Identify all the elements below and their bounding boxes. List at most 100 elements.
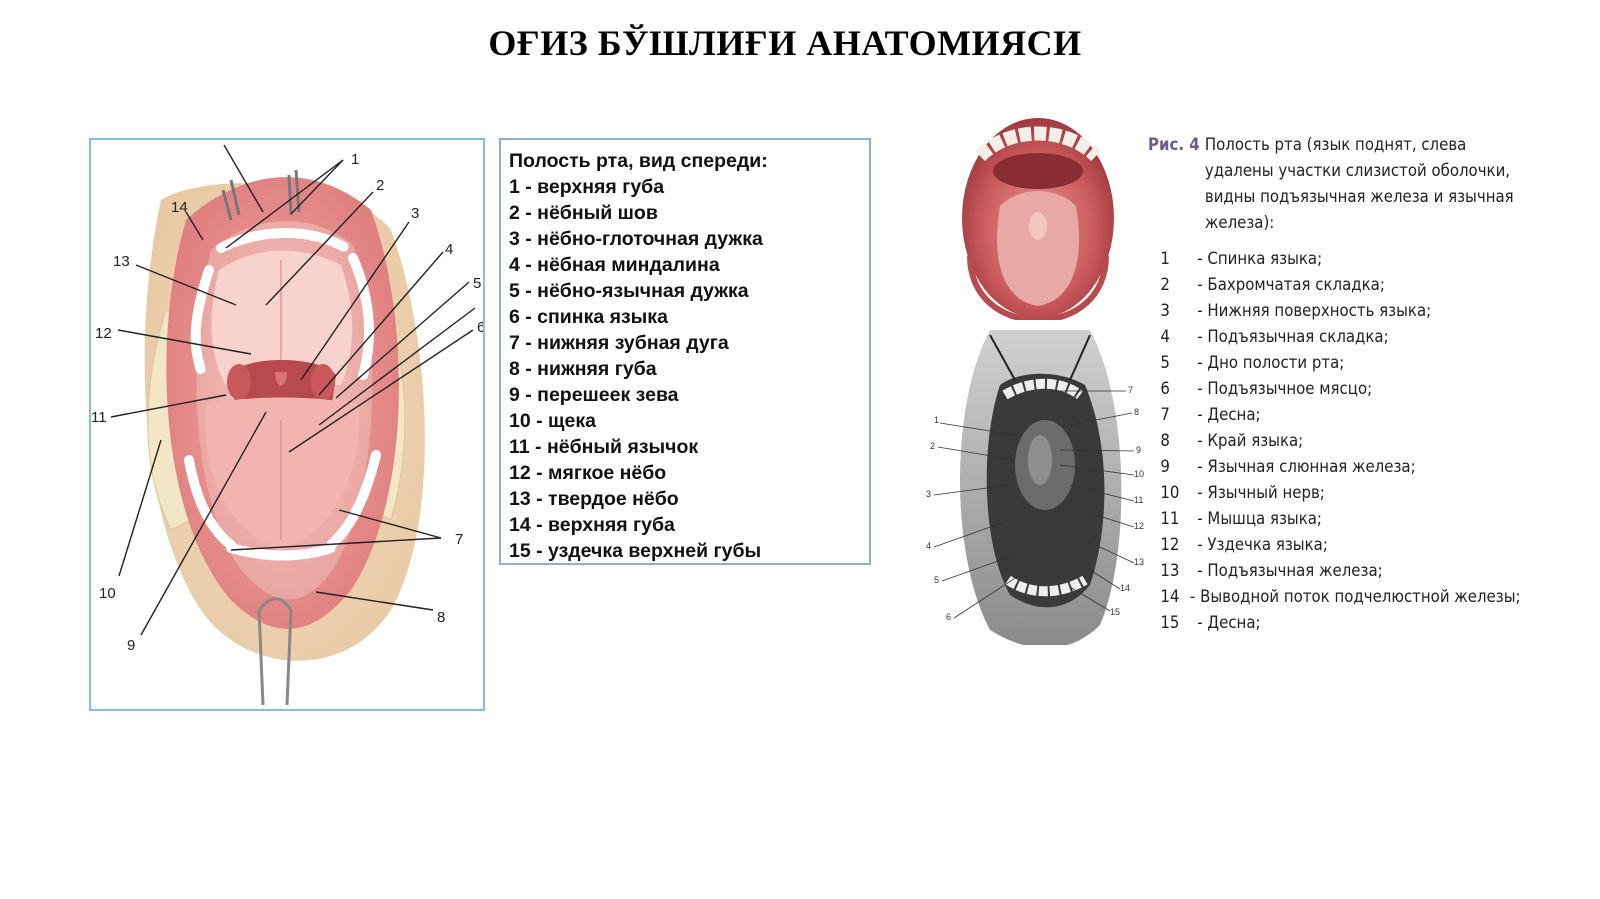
label-14: 14 bbox=[171, 199, 188, 216]
item-number: 14 bbox=[1160, 587, 1180, 607]
sketch-label-4: 4 bbox=[926, 541, 931, 551]
legend-item: 15 - уздечка верхней губы bbox=[509, 540, 762, 562]
list-item: 9 - Язычная слюнная железа; bbox=[1148, 454, 1518, 480]
item-text: - Подъязычное мясцо; bbox=[1197, 379, 1373, 399]
sketch-label-15: 15 bbox=[1110, 607, 1120, 617]
caption-list: 1 - Спинка языка; 2 - Бахромчатая складка;… bbox=[1148, 246, 1521, 636]
figure-caption: Рис. 4 Полость рта (язык поднят, слева у… bbox=[1148, 132, 1521, 636]
figure-description: Полость рта (язык поднят, слева удалены … bbox=[1204, 135, 1514, 233]
legend-heading: Полость рта, вид спереди: bbox=[509, 150, 768, 172]
legend-item: 13 - твердое нёбо bbox=[509, 488, 679, 510]
item-number: 12 bbox=[1160, 535, 1180, 555]
tongue bbox=[205, 397, 360, 550]
throat bbox=[231, 360, 336, 410]
sketch-label-7: 7 bbox=[1128, 385, 1133, 395]
item-text: - Десна; bbox=[1197, 405, 1261, 425]
item-text: - Подъязычная складка; bbox=[1197, 327, 1389, 347]
item-text: - Спинка языка; bbox=[1197, 249, 1323, 269]
item-number: 5 bbox=[1160, 353, 1170, 373]
leader-lines bbox=[110, 144, 476, 636]
legend-item: 4 - нёбная миндалина bbox=[509, 254, 720, 276]
item-number: 13 bbox=[1160, 561, 1180, 581]
label-2: 2 bbox=[376, 177, 384, 194]
sketch-labels: 1 2 3 4 5 6 7 8 9 10 11 12 13 14 15 bbox=[926, 385, 1144, 622]
item-number: 7 bbox=[1160, 405, 1170, 425]
legend-item: 5 - нёбно-язычная дужка bbox=[509, 280, 749, 302]
item-text: - Дно полости рта; bbox=[1197, 353, 1345, 373]
legend-item: 11 - нёбный язычок bbox=[509, 436, 699, 458]
label-13: 13 bbox=[113, 253, 130, 270]
sketch-label-6: 6 bbox=[946, 612, 951, 622]
sketch-label-1: 1 bbox=[934, 415, 939, 425]
lower-teeth bbox=[184, 450, 381, 561]
tonsil-right bbox=[311, 364, 335, 400]
list-item: 15 - Десна; bbox=[1148, 610, 1518, 636]
oral-cavity-illustration: 1 2 3 4 5 6 7 8 9 10 11 12 13 14 bbox=[89, 138, 485, 711]
item-number: 6 bbox=[1160, 379, 1170, 399]
item-number: 2 bbox=[1160, 275, 1170, 295]
list-item: 3- Нижняя поверхность языка; bbox=[1148, 298, 1518, 324]
legend-item: 2 - нёбный шов bbox=[509, 202, 658, 224]
mouth-sketch: 1 2 3 4 5 6 7 8 9 10 11 12 13 14 15 bbox=[920, 325, 1152, 649]
sketch-label-12: 12 bbox=[1134, 521, 1144, 531]
legend-item: 6 - спинка языка bbox=[509, 306, 668, 328]
item-number: 9 bbox=[1160, 457, 1170, 477]
list-item: 12 - Уздечка языка; bbox=[1148, 532, 1518, 558]
list-item: 2 - Бахромчатая складка; bbox=[1148, 272, 1518, 298]
label-11: 11 bbox=[91, 409, 107, 426]
label-8: 8 bbox=[437, 609, 445, 626]
item-number: 15 bbox=[1160, 613, 1180, 633]
mouth-photo bbox=[960, 116, 1116, 324]
item-text: - Нижняя поверхность языка; bbox=[1197, 301, 1432, 321]
item-text: - Выводной поток подчелюстной железы; bbox=[1189, 587, 1521, 607]
slide-title: ОҒИЗ БЎШЛИҒИ АНАТОМИЯСИ bbox=[488, 23, 1082, 63]
legend-item: 1 - верхняя губа bbox=[509, 176, 665, 198]
item-number: 8 bbox=[1160, 431, 1170, 451]
list-item: 5 - Дно полости рта; bbox=[1148, 350, 1518, 376]
item-text: - Мышца языка; bbox=[1197, 509, 1322, 529]
list-item: 11 - Мышца языка; bbox=[1148, 506, 1518, 532]
uvula bbox=[275, 372, 287, 386]
sketch-label-10: 10 bbox=[1134, 469, 1144, 479]
item-text: - Бахромчатая складка; bbox=[1197, 275, 1385, 295]
legend-item: 8 - нижняя губа bbox=[509, 358, 657, 380]
sketch-label-8: 8 bbox=[1134, 407, 1139, 417]
list-item: 8 - Край языка; bbox=[1148, 428, 1518, 454]
item-number: 10 bbox=[1160, 483, 1180, 503]
item-number: 11 bbox=[1160, 509, 1180, 529]
list-item: 14 - Выводной поток подчелюстной железы; bbox=[1148, 584, 1521, 610]
label-4: 4 bbox=[445, 241, 453, 258]
label-1a: 1 bbox=[351, 151, 359, 168]
item-text: - Язычный нерв; bbox=[1197, 483, 1325, 503]
sketch-label-3: 3 bbox=[926, 489, 931, 499]
sketch-label-5: 5 bbox=[934, 575, 939, 585]
mouth-photo-drawing bbox=[962, 118, 1114, 324]
list-item: 7 - Десна; bbox=[1148, 402, 1518, 428]
list-item: 6 - Подъязычное мясцо; bbox=[1148, 376, 1518, 402]
legend-item: 7 - нижняя зубная дуга bbox=[509, 332, 729, 354]
label-9: 9 bbox=[127, 637, 135, 654]
item-text: - Край языка; bbox=[1197, 431, 1304, 451]
top-retractors bbox=[221, 169, 301, 221]
legend-item: 12 - мягкое нёбо bbox=[509, 462, 667, 484]
sketch-label-14: 14 bbox=[1120, 583, 1130, 593]
list-item: 10 - Язычный нерв; bbox=[1148, 480, 1518, 506]
label-5: 5 bbox=[473, 275, 481, 292]
figure-number: Рис. 4 bbox=[1148, 135, 1200, 155]
item-number: 4 bbox=[1160, 327, 1170, 347]
label-6: 6 bbox=[477, 319, 483, 336]
sketch-leaders bbox=[933, 390, 1135, 619]
item-number: 1 bbox=[1160, 249, 1170, 269]
item-text: - Язычная слюнная железа; bbox=[1197, 457, 1416, 477]
legend-item: 14 - верхняя губа bbox=[509, 514, 675, 536]
item-text: - Десна; bbox=[1197, 613, 1261, 633]
item-text: - Подъязычная железа; bbox=[1197, 561, 1383, 581]
label-12: 12 bbox=[95, 325, 112, 342]
legend-item: 9 - перешеек зева bbox=[509, 384, 679, 406]
label-10: 10 bbox=[99, 585, 116, 602]
list-item: 4 - Подъязычная складка; bbox=[1148, 324, 1518, 350]
sketch-label-2: 2 bbox=[930, 441, 935, 451]
list-item: 1 - Спинка языка; bbox=[1148, 246, 1518, 272]
item-text: - Уздечка языка; bbox=[1197, 535, 1328, 555]
legend-item: 3 - нёбно-глоточная дужка bbox=[509, 228, 763, 250]
